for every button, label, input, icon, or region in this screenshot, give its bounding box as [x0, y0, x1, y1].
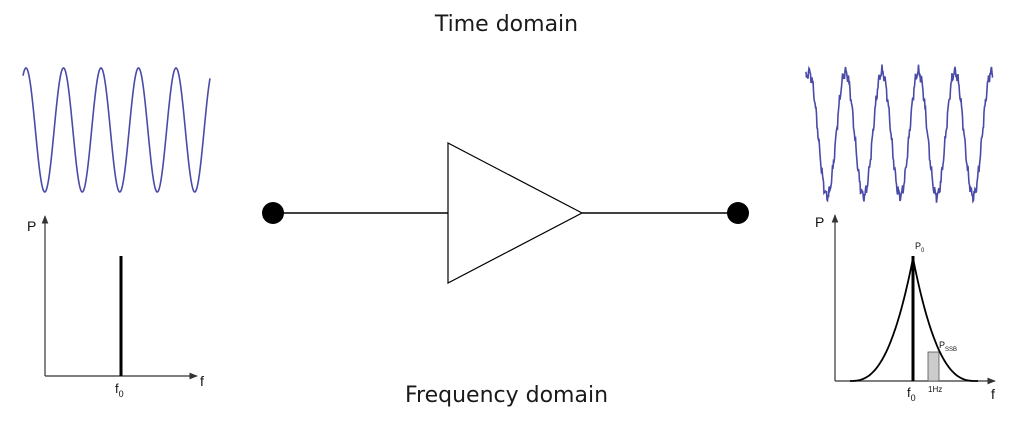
signal-chain: [262, 142, 749, 284]
output-bandwidth-label: 1Hz: [928, 385, 942, 394]
output-y-axis-label: P: [815, 214, 824, 230]
input-x-axis-label: f: [200, 373, 204, 389]
output-spectrum-plot: P f P0 PSSB f0 1Hz: [815, 214, 996, 403]
output-x-axis-label: f: [991, 386, 995, 402]
output-peak-label: P0: [915, 241, 925, 254]
input-sine-waveform: [22, 67, 211, 193]
output-terminal: [727, 202, 749, 224]
output-carrier-label: f0: [907, 385, 916, 403]
time-domain-title: Time domain: [434, 12, 579, 37]
input-carrier-label: f0: [115, 381, 124, 399]
output-noisy-waveform: [805, 64, 994, 204]
input-spectrum-plot: P f f0: [27, 215, 204, 399]
input-y-axis-label: P: [27, 218, 36, 234]
output-sideband-label: PSSB: [939, 340, 957, 353]
input-terminal: [262, 202, 284, 224]
output-sideband-shaded-band: [927, 351, 940, 382]
frequency-domain-title: Frequency domain: [404, 383, 609, 408]
amplifier-triangle: [447, 142, 584, 284]
